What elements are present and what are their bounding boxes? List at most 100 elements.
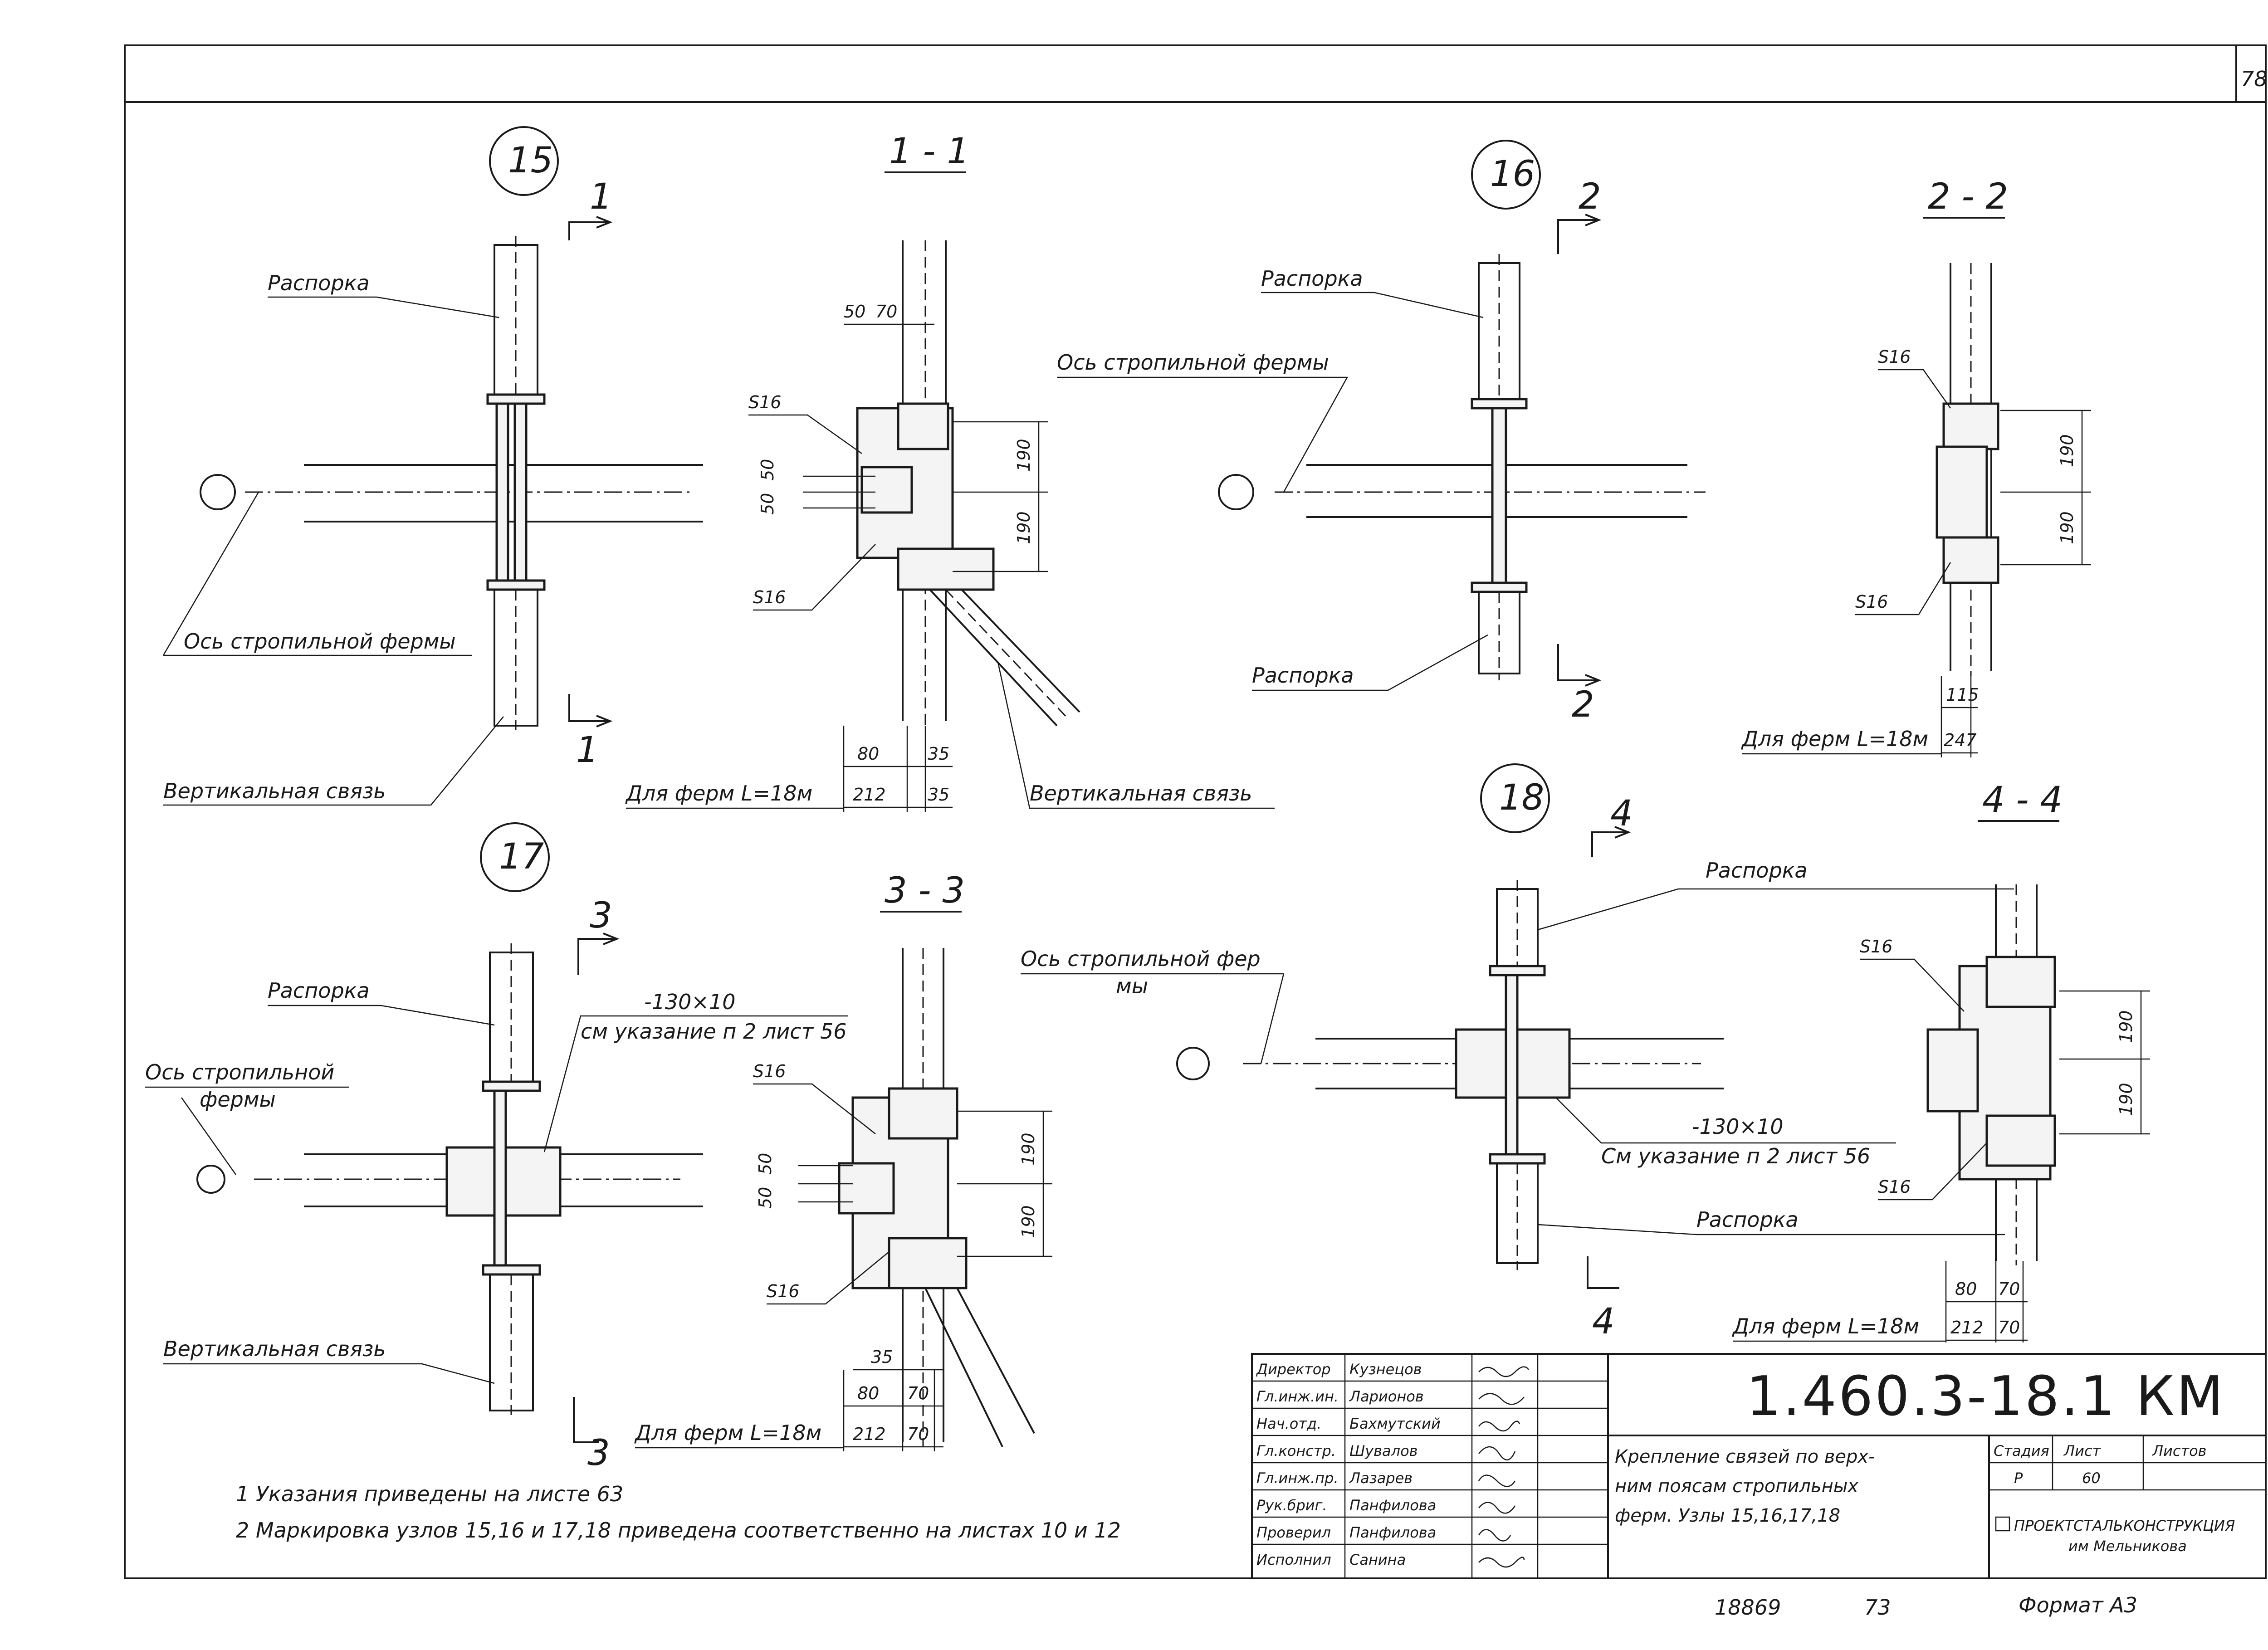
- tb-role-6: Проверил: [1256, 1524, 1331, 1541]
- node-18-plate-note: См указание п 2 лист 56: [1601, 1144, 1870, 1168]
- node-17-vertical-label: Вертикальная связь: [163, 1337, 386, 1361]
- note-1: 1 Указания приведены на листе 63: [236, 1482, 623, 1506]
- node-18-rasporka-bottom-label: Распорка: [1696, 1207, 1799, 1232]
- section-1-1-dim-50a: 50: [758, 493, 777, 515]
- node-18-rasporka-top-label: Распорка: [1706, 858, 1808, 883]
- section-1-1-dim-35b: 35: [928, 785, 949, 805]
- section-1-1-s16-bot: S16: [753, 587, 786, 607]
- node-18-axis-label-1: Ось стропильной фер: [1021, 947, 1261, 971]
- section-4-4-s16-top: S16: [1860, 937, 1892, 957]
- node-17-rasporka-label: Распорка: [268, 978, 370, 1003]
- node-15-section-bottom: 1: [576, 730, 599, 771]
- section-2-2: 2 - 2 S16 S16 190 190 115 247 Для ферм L…: [1741, 176, 2091, 757]
- tb-sheet-value: 60: [2082, 1469, 2101, 1487]
- node-16-section-bottom: 2: [1572, 684, 1594, 725]
- section-4-4-dim-212: 212: [1950, 1318, 1984, 1338]
- footer-number: 73: [1864, 1595, 1891, 1620]
- section-3-3-dim-80: 80: [857, 1383, 879, 1403]
- section-3-3-title: 3 - 3: [885, 870, 965, 911]
- section-1-1-dim-212: 212: [853, 785, 886, 805]
- node-15-rasporka-label: Распорка: [268, 271, 370, 295]
- section-2-2-dim-190a: 190: [2057, 434, 2077, 467]
- section-4-4-dim-70a: 70: [1998, 1279, 2020, 1299]
- section-3-3-dim-50a: 50: [755, 1187, 775, 1209]
- tb-title-line-2: ним поясам стропильных: [1615, 1476, 1858, 1497]
- node-16-circle: [1471, 140, 1541, 210]
- tb-name-1: Ларионов: [1349, 1388, 1424, 1405]
- tb-name-2: Бахмутский: [1349, 1415, 1441, 1432]
- section-2-2-note: Для ферм L=18м: [1741, 727, 1928, 751]
- tb-stage-label: Стадия: [1994, 1442, 2049, 1460]
- section-3-3: 3 - 3 S16 50 50 190 190 S16 35 80 70: [634, 870, 1052, 1451]
- section-2-2-dim-247: 247: [1944, 730, 1977, 750]
- tb-role-4: Гл.инж.пр.: [1256, 1469, 1339, 1487]
- section-1-1-dim-70: 70: [875, 302, 897, 322]
- node-18-circle: [1480, 763, 1550, 833]
- node-16: 16 2 2 Распорка Ось стропильной фермы Ра…: [1057, 140, 1706, 725]
- tb-document-code: 1.460.3-18.1 КМ: [1746, 1365, 2225, 1428]
- tb-role-1: Гл.инж.ин.: [1256, 1388, 1339, 1405]
- section-2-2-s16-bot: S16: [1855, 592, 1888, 612]
- tb-role-5: Рук.бриг.: [1256, 1497, 1327, 1514]
- section-1-1-dim-80: 80: [857, 744, 879, 764]
- section-1-1-dim-190b: 190: [1014, 511, 1034, 544]
- node-17-section-bottom: 3: [587, 1433, 610, 1474]
- page-corner-number: 78: [2241, 67, 2268, 91]
- node-15-section-top: 1: [590, 176, 612, 217]
- tb-stage-value: Р: [2014, 1469, 2023, 1487]
- note-2: 2 Маркировка узлов 15,16 и 17,18 приведе…: [236, 1518, 1121, 1543]
- section-3-3-dim-70a: 70: [907, 1383, 929, 1403]
- org-logo-icon: [1995, 1516, 2010, 1532]
- section-1-1-dim-50b: 50: [758, 459, 777, 481]
- node-18-plate-spec: -130×10: [1692, 1114, 1783, 1139]
- footer-inv-number: 18869: [1715, 1595, 1781, 1620]
- tb-sheet-label: Лист: [2063, 1442, 2101, 1460]
- node-18-number: 18: [1499, 777, 1544, 818]
- node-15-axis-marker: [200, 474, 236, 510]
- node-16-rasporka-top-label: Распорка: [1261, 266, 1363, 291]
- node-18-section-bottom: 4: [1592, 1301, 1615, 1342]
- tb-title-line-1: Крепление связей по верх-: [1615, 1446, 1875, 1467]
- tb-role-2: Нач.отд.: [1256, 1415, 1321, 1432]
- section-4-4-title: 4 - 4: [1982, 780, 2063, 820]
- tb-name-4: Лазарев: [1349, 1469, 1413, 1487]
- section-3-3-dim-70b: 70: [907, 1424, 929, 1444]
- tb-role-0: Директор: [1256, 1361, 1331, 1378]
- section-4-4-dim-70b: 70: [1998, 1318, 2020, 1338]
- signatures: [1478, 1366, 1530, 1568]
- section-4-4-s16-bot: S16: [1878, 1177, 1911, 1197]
- tb-title-line-3: ферм. Узлы 15,16,17,18: [1615, 1505, 1840, 1526]
- node-18-section-top: 4: [1610, 793, 1633, 834]
- tb-name-7: Санина: [1349, 1551, 1406, 1568]
- node-17-circle: [480, 822, 550, 892]
- section-1-1-s16-top: S16: [748, 392, 781, 412]
- tb-role-3: Гл.констр.: [1256, 1442, 1336, 1460]
- section-2-2-dim-190b: 190: [2057, 511, 2077, 544]
- sheet-frame: [124, 44, 2267, 1579]
- section-3-3-note: Для ферм L=18м: [634, 1421, 821, 1445]
- node-17-section-top: 3: [590, 895, 612, 936]
- tb-org-2: им Мельникова: [2068, 1538, 2187, 1555]
- section-3-3-s16-top: S16: [753, 1061, 786, 1081]
- tb-sheets-label: Листов: [2152, 1442, 2207, 1460]
- node-15-axis-label: Ось стропильной фермы: [184, 629, 456, 654]
- section-3-3-dim-190a: 190: [1018, 1133, 1038, 1166]
- section-1-1-vertical-label: Вертикальная связь: [1030, 781, 1252, 805]
- node-18: 18 4 4 Распорка Ось стропильной фер мы -…: [1021, 763, 2014, 1342]
- tb-name-0: Кузнецов: [1349, 1361, 1422, 1378]
- footer-format: Формат А3: [2019, 1593, 2137, 1617]
- section-1-1-dim-190a: 190: [1014, 439, 1034, 472]
- node-16-axis-marker: [1218, 474, 1254, 510]
- node-17-plate-note: см указание п 2 лист 56: [581, 1019, 846, 1044]
- node-17: 17 3 3 Распорка Ось стропильной фермы -1…: [145, 822, 848, 1474]
- node-17-number: 17: [499, 836, 544, 877]
- section-3-3-dim-212: 212: [853, 1424, 886, 1444]
- section-4-4-dim-80: 80: [1955, 1279, 1977, 1299]
- section-1-1: 1 - 1 50 70 S16 50 50 190 190 S16: [625, 131, 1275, 812]
- node-15-circle: [489, 126, 559, 196]
- section-3-3-dim-50b: 50: [755, 1153, 775, 1175]
- title-block: Директор Гл.инж.ин. Нач.отд. Гл.констр. …: [1251, 1353, 2267, 1579]
- node-15-number: 15: [508, 140, 553, 181]
- tb-name-5: Панфилова: [1349, 1497, 1436, 1514]
